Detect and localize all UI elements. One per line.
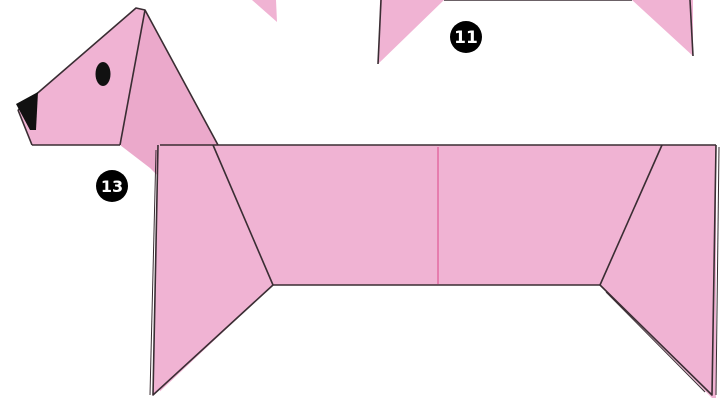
step-11-left-leg [378,0,444,64]
dog-eye [96,62,111,86]
step-11-number: 11 [454,28,478,48]
step-11-fragment-flap [252,0,277,22]
dog-model [16,8,719,398]
step-11-badge: 11 [450,21,482,53]
dog-neck-flap [120,145,160,178]
step-11-right-leg [632,0,693,56]
step-13-badge: 13 [96,170,128,202]
step-13-number: 13 [101,177,123,196]
